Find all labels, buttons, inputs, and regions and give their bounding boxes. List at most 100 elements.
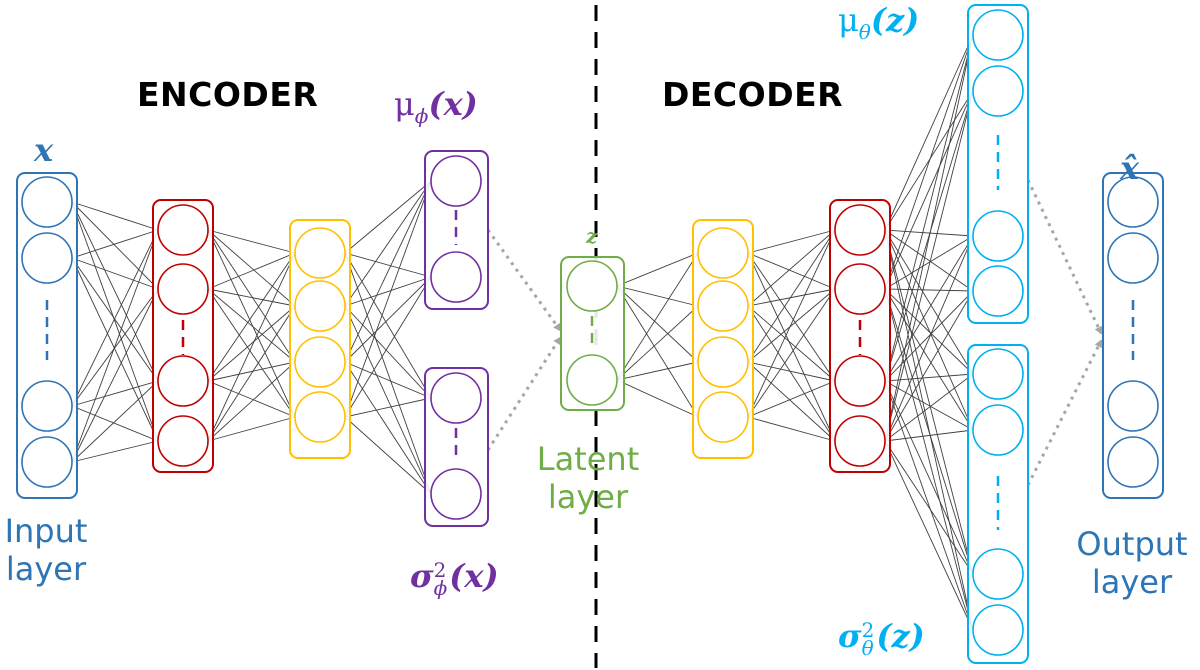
neuron (294, 227, 346, 279)
connection-line (207, 288, 296, 418)
latent-layer-label: Latent layer (528, 440, 648, 517)
encoder-hidden-1-box (152, 199, 214, 473)
connection-line (344, 252, 432, 399)
connection-line (207, 288, 296, 363)
connection-line (344, 276, 432, 363)
connection-line (207, 305, 296, 382)
connection-line (747, 305, 836, 442)
connection-line (344, 252, 432, 278)
connection-line (616, 252, 699, 287)
neuron (294, 391, 346, 443)
connection-line (207, 361, 296, 382)
connection-line (344, 361, 432, 399)
connection-line (747, 288, 836, 418)
connection-line (207, 252, 296, 442)
connection-line (747, 229, 836, 254)
connection-line (884, 288, 974, 431)
x-symbol: x (34, 131, 54, 169)
connection-line (884, 235, 974, 290)
connection-line (616, 285, 699, 363)
neuron (430, 251, 482, 303)
connection-line (344, 180, 432, 307)
neuron (697, 280, 749, 332)
output-layer-label: Output layer (1068, 525, 1196, 602)
z-symbol: z (586, 224, 598, 248)
connection-line (71, 288, 159, 407)
connection-line (207, 229, 296, 254)
neuron (21, 176, 73, 228)
neuron (972, 9, 1024, 61)
input-layer-label: Input layer (0, 512, 94, 589)
connection-line (207, 305, 296, 442)
x-hat-symbol: x̂ (1120, 149, 1140, 187)
connection-line (884, 429, 974, 442)
neuron (157, 415, 209, 467)
mu-phi-arg: (x) (428, 85, 478, 123)
mu-theta-label: μθ(z) (838, 1, 920, 42)
connection-line (884, 440, 974, 575)
mu-theta-sub: θ (858, 20, 871, 44)
connection-line (207, 229, 296, 307)
neuron (294, 336, 346, 388)
connection-line (747, 288, 836, 307)
mu-phi-base: μ (394, 85, 415, 123)
connection-line (344, 397, 432, 418)
neuron (972, 65, 1024, 117)
connection-line (884, 290, 974, 442)
latent-label-line1: Latent (536, 440, 640, 478)
neuron (697, 336, 749, 388)
sigma-theta-sup: 2 (861, 617, 875, 642)
encoder-mu (424, 150, 489, 310)
connection-line (747, 380, 836, 418)
sampling-arrows (486, 179, 1103, 486)
sampling-arrow (486, 229, 562, 332)
sampling-arrow (1026, 179, 1103, 335)
encoder-title: ENCODER (137, 75, 319, 114)
neuron (21, 232, 73, 284)
connection-line (71, 229, 159, 407)
connection-line (884, 229, 974, 375)
mu-phi-sub: ϕ (414, 104, 429, 128)
neuron (697, 227, 749, 279)
output-layer (1102, 172, 1164, 499)
connection-line (747, 361, 836, 442)
connection-line (884, 380, 974, 575)
connection-line (71, 380, 159, 463)
connection-line (884, 34, 974, 382)
connection-line (747, 252, 836, 442)
connection-line (884, 290, 974, 382)
decoder-hidden-1 (692, 219, 754, 459)
connection-line (884, 380, 974, 431)
connection-line (344, 180, 432, 254)
connection-line (207, 229, 296, 418)
decoder-hidden-2 (829, 199, 891, 473)
connection-line (616, 305, 699, 381)
connection-line (71, 380, 159, 407)
connection-line (747, 252, 836, 290)
output-label-line1: Output (1076, 525, 1188, 563)
sampling-arrow (486, 336, 562, 451)
connection-line (884, 288, 974, 292)
connection-line (344, 276, 432, 307)
connection-line (884, 235, 974, 442)
sigma-theta-sub: θ (861, 635, 874, 660)
connection-line (71, 257, 159, 290)
connection-line (71, 288, 159, 463)
neuron (972, 604, 1024, 656)
connection-line (747, 305, 836, 382)
connection-line (616, 285, 699, 307)
connection-line (71, 257, 159, 442)
encoder-sigma (424, 367, 489, 527)
connection-line (747, 229, 836, 307)
connection-line (884, 90, 974, 290)
input-symbol-x: x (34, 134, 53, 166)
neuron (834, 415, 886, 467)
output-symbol-x-hat: x̂ (1120, 152, 1139, 184)
connection-line (71, 440, 159, 463)
latent-layer (560, 256, 625, 411)
connection-line (71, 257, 159, 382)
input-layer (16, 172, 78, 499)
connection-line (207, 252, 296, 382)
mu-theta-arg: (z) (870, 1, 920, 39)
